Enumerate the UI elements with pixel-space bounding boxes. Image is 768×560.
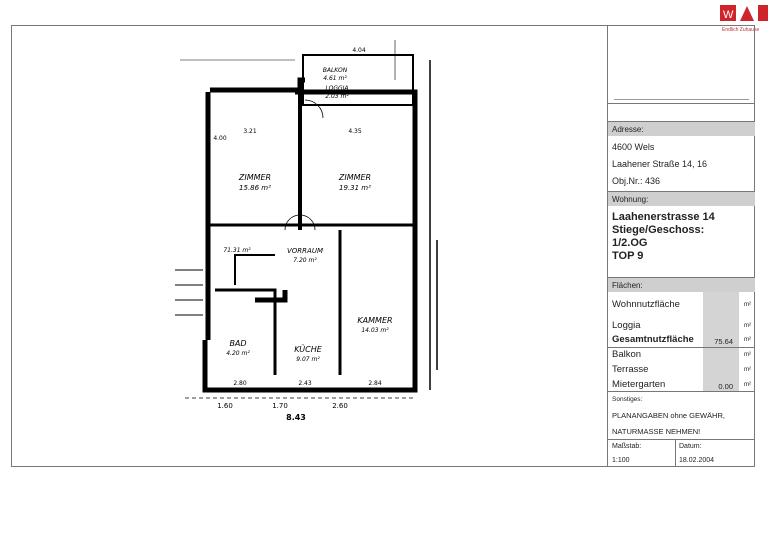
dim-total-width: 8.43	[286, 413, 306, 422]
object-number: Obj.Nr.: 436	[612, 176, 661, 186]
address-header: Adresse:	[608, 121, 755, 136]
apartment-header: Wohnung:	[608, 191, 755, 206]
room-zimmer-2: ZIMMER	[338, 173, 371, 182]
room-balkon: BALKON	[323, 67, 348, 74]
room-zimmer-1: ZIMMER	[238, 173, 271, 182]
areas-section: Flächen: Wohnnutzfläche m² Loggia m² Ges…	[608, 277, 755, 393]
room-bad: BAD	[229, 339, 246, 348]
dim: 2.84	[368, 380, 382, 387]
wag-logo-mark: W Endlich Zuhause	[720, 5, 768, 33]
room-kammer-area: 14.03 m²	[361, 327, 389, 334]
address-city: 4600 Wels	[612, 142, 655, 152]
dim: 1.70	[272, 402, 288, 410]
address-section: Adresse: 4600 Wels Laahener Straße 14, 1…	[608, 121, 755, 186]
info-panel: Adresse: 4600 Wels Laahener Straße 14, 1…	[607, 25, 755, 467]
apartment-section: Wohnung: Laahenerstrasse 14 Stiege/Gesch…	[608, 191, 755, 262]
total-area-label: 71.31 m²	[223, 247, 251, 254]
date-label: Datum:	[679, 443, 702, 450]
dim: 4.00	[213, 135, 227, 142]
other-line: NATURMASSE NEHMEN!	[612, 427, 701, 436]
room-vorraum-area: 7.20 m²	[293, 257, 317, 264]
area-unit: m²	[744, 302, 751, 308]
areas-header: Flächen:	[608, 277, 755, 292]
room-zimmer-1-area: 15.86 m²	[239, 184, 271, 192]
scale-value: 1:100	[612, 457, 630, 464]
dim: 2.80	[233, 380, 247, 387]
svg-text:W: W	[723, 9, 734, 21]
area-unit: m²	[744, 382, 751, 388]
date-value: 18.02.2004	[679, 457, 715, 464]
address-street: Laahener Straße 14, 16	[612, 159, 708, 169]
dim: 3.21	[243, 128, 257, 135]
plan-frame	[11, 25, 755, 467]
room-kueche-area: 9.07 m²	[296, 356, 320, 363]
area-unit: m²	[744, 352, 751, 358]
area-label: Loggia	[612, 320, 641, 331]
area-unit: m²	[744, 367, 751, 373]
area-label: Balkon	[612, 349, 642, 360]
area-label: Terrasse	[612, 364, 649, 375]
area-value-total: 75.64	[714, 337, 733, 346]
dim: 4.04	[352, 47, 366, 54]
floor-plan: ZIMMER 15.86 m² ZIMMER 19.31 m² BALKON 4…	[175, 40, 438, 422]
wag-logo: W Endlich Zuhause	[720, 2, 768, 37]
apartment-line: Stiege/Geschoss:	[612, 224, 705, 236]
room-balkon-area: 4.61 m²	[323, 75, 347, 82]
room-zimmer-2-area: 19.31 m²	[339, 184, 371, 192]
dim: 4.35	[348, 128, 362, 135]
apartment-line: Laahenerstrasse 14	[612, 211, 715, 223]
apartment-line: TOP 9	[612, 250, 644, 262]
area-label: Wohnnutzfläche	[612, 299, 680, 310]
area-label-total: Gesamtnutzfläche	[612, 334, 694, 345]
other-header: Sonstiges:	[612, 396, 643, 403]
dim: 2.60	[332, 402, 348, 410]
area-label: Mietergarten	[612, 379, 666, 390]
room-loggia: LOGGIA	[325, 85, 348, 92]
room-kammer: KAMMER	[357, 316, 392, 325]
scale-label: Maßstab:	[612, 443, 642, 450]
room-kueche: KÜCHE	[294, 344, 323, 354]
svg-text:Endlich Zuhause: Endlich Zuhause	[722, 27, 759, 32]
dim: 1.60	[217, 402, 233, 410]
apartment-line: 1/2.OG	[612, 237, 648, 249]
dim: 2.43	[298, 380, 312, 387]
area-unit: m²	[744, 337, 751, 343]
other-line: PLANANGABEN ohne GEWÄHR,	[612, 411, 725, 420]
room-loggia-area: 2.03 m²	[325, 93, 349, 100]
area-value: 0.00	[718, 382, 733, 391]
room-bad-area: 4.20 m²	[226, 350, 250, 357]
area-unit: m²	[744, 323, 751, 329]
room-vorraum: VORRAUM	[287, 247, 323, 255]
